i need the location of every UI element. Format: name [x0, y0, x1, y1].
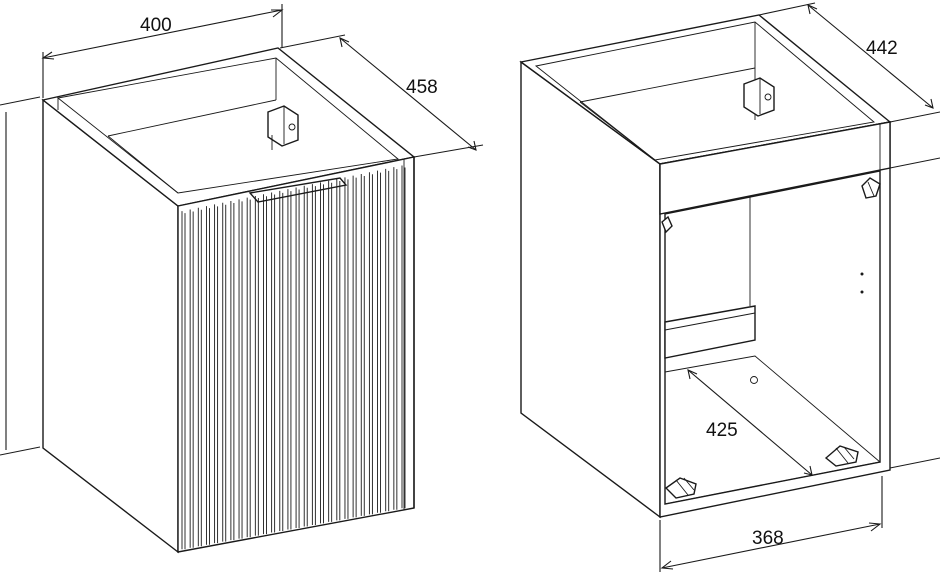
right-depth-label: 442 [866, 38, 898, 59]
left-depth-dimension: 458 [279, 34, 484, 158]
left-mount-bracket [267, 105, 299, 150]
right-mount-bracket [743, 77, 775, 117]
inner-width-label: 368 [752, 528, 784, 549]
right-height-label: 472 [935, 305, 940, 337]
inner-width-dimension: 368 [659, 476, 883, 572]
top-hinge-right [861, 177, 881, 199]
right-cabinet [519, 14, 892, 519]
left-cabinet [41, 47, 416, 554]
left-inner-opening [56, 57, 400, 194]
inner-depth-dimension: 425 [687, 369, 813, 476]
left-height-dimension [0, 96, 41, 456]
left-width-dimension: 400 [41, 4, 284, 98]
inner-depth-label: 425 [706, 420, 738, 441]
right-depth-dimension: 442 [758, 2, 940, 123]
bottom-hinge-right [824, 445, 859, 467]
top-hinge-left [661, 215, 673, 234]
bottom-hinge-left [664, 477, 697, 499]
left-width-label: 400 [140, 15, 172, 36]
right-height-dimension: 472 [889, 157, 940, 469]
door-grooves [181, 165, 406, 550]
left-depth-label: 458 [406, 77, 438, 98]
